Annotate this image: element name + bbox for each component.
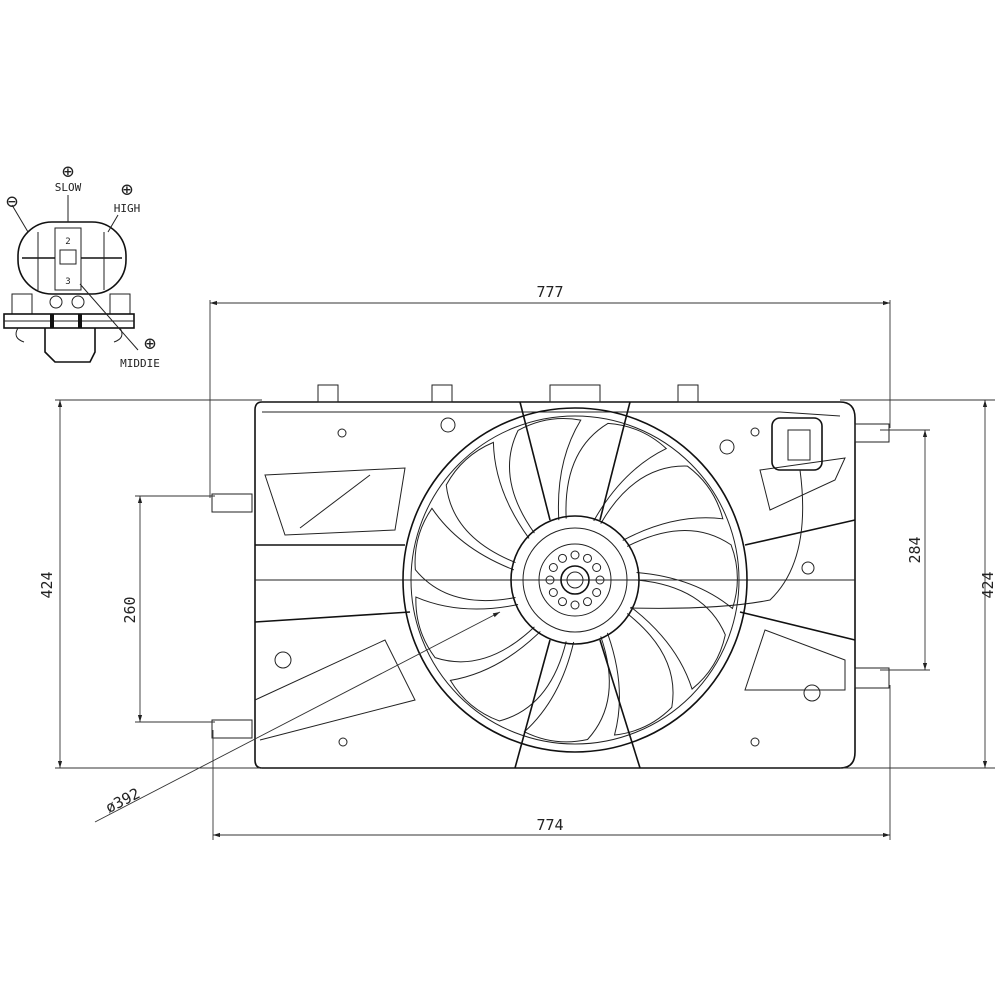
dim-right-mount-spacing: 284 — [906, 536, 924, 563]
hub-bolt-hole — [583, 553, 592, 563]
fan-blade — [449, 631, 567, 722]
slow-label: SLOW — [55, 181, 82, 194]
fan-blade — [630, 579, 726, 690]
fan-ring — [402, 407, 748, 753]
plus-high-icon: ⊕ — [121, 177, 133, 201]
hub-bolt-hole — [558, 597, 567, 607]
fan-blade — [600, 465, 724, 541]
fan-blade — [415, 596, 535, 663]
fan-hub — [510, 515, 640, 645]
hub-bolt-hole — [592, 588, 602, 597]
pin-number-2: 2 — [65, 237, 70, 247]
hub-bolt-hole — [592, 563, 602, 572]
hub-bolt-hole — [548, 563, 558, 572]
plus-middle-icon: ⊕ — [144, 331, 156, 355]
dim-left-mount-spacing: 260 — [121, 596, 139, 623]
connector-housing — [17, 221, 127, 295]
hub-bolt-hole — [595, 575, 605, 585]
middle-label: MIDDIE — [120, 357, 160, 370]
fan-blades — [414, 418, 738, 743]
pin-number-3: 3 — [65, 277, 70, 287]
fan — [402, 401, 748, 769]
fan-blade — [445, 441, 530, 563]
hub-bolt-hole — [545, 575, 555, 585]
fan-blade — [523, 636, 610, 743]
hub-bolt-hole — [570, 550, 580, 560]
dim-top-width: 777 — [536, 283, 563, 301]
plus-slow-icon: ⊕ — [62, 159, 74, 183]
hub-bolt-hole — [548, 588, 558, 597]
fan-blade — [606, 613, 674, 736]
fan-blade — [565, 422, 668, 522]
dim-fan-diameter: ø392 — [103, 784, 143, 816]
hub-bolt-hole — [583, 597, 592, 607]
fan-blade — [414, 507, 516, 602]
dim-right-height: 424 — [979, 571, 997, 598]
connector-detail: 2 3 ⊖ ⊕ SLOW ⊕ HIGH ⊕ MIDDIE — [3, 159, 160, 370]
hub-bolt-hole — [570, 600, 580, 610]
fan-blade — [508, 418, 582, 534]
hub-bolt-hole — [558, 553, 567, 563]
fan-blade — [626, 530, 738, 610]
dim-bottom-width: 774 — [536, 816, 563, 834]
dim-left-height: 424 — [38, 571, 56, 598]
high-label: HIGH — [114, 202, 141, 215]
minus-terminal-icon: ⊖ — [6, 189, 18, 213]
